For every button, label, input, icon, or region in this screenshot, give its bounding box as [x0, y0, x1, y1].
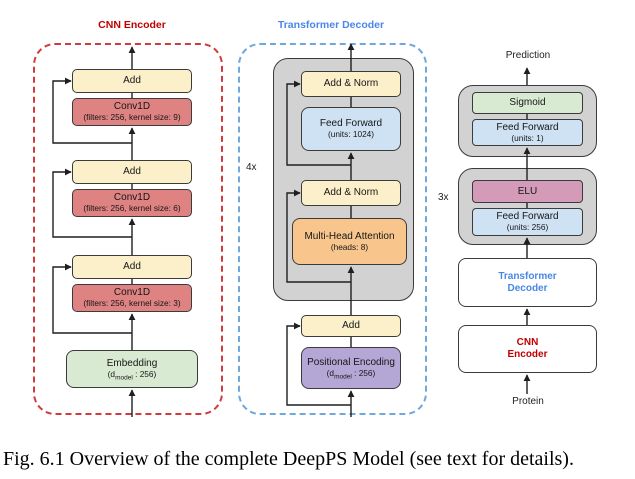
cnn-add-box-2: Add	[72, 160, 192, 184]
add-norm-box-top: Add & Norm	[301, 71, 401, 97]
feed-forward-1-name: Feed Forward	[496, 121, 559, 133]
conv1d-params-1: (filters: 256, kernel size: 9)	[83, 112, 181, 122]
figure-caption: Fig. 6.1 Overview of the complete DeepPS…	[3, 448, 574, 470]
embedding-box: Embedding (dmodel : 256)	[66, 350, 198, 388]
feed-forward-256-params: (units: 256)	[506, 222, 549, 232]
cnn-encoder-title: CNN Encoder	[98, 19, 166, 31]
conv1d-params-2: (filters: 256, kernel size: 6)	[83, 203, 181, 213]
decoder-add-label: Add	[342, 320, 360, 332]
cnn-add-label-2: Add	[123, 166, 141, 178]
cnn-encoder-panel	[33, 43, 223, 415]
conv1d-params-3: (filters: 256, kernel size: 3)	[83, 298, 181, 308]
sigmoid-box: Sigmoid	[472, 92, 583, 114]
cnn-conv1d-box-2: Conv1D (filters: 256, kernel size: 6)	[72, 189, 192, 217]
decoder-ref-line2: Decoder	[507, 282, 548, 294]
add-norm-top-label: Add & Norm	[323, 78, 379, 90]
connector-arrows-svg	[52, 43, 531, 417]
feed-forward-1-params: (units: 1)	[511, 132, 544, 143]
multi-head-attention-name: Multi-Head Attention	[304, 230, 395, 242]
embedding-param-prefix: (d	[107, 369, 116, 379]
transformer-decoder-ref-box: Transformer Decoder	[458, 258, 597, 307]
pe-param-sub: model	[334, 373, 352, 381]
multi-head-attention-params: (heads: 8)	[330, 241, 369, 252]
conv1d-name-1: Conv1D	[113, 101, 151, 113]
cnn-encoder-ref-box: CNN Encoder	[458, 325, 597, 373]
conv1d-name-2: Conv1D	[113, 192, 151, 204]
add-norm-box-bottom: Add & Norm	[301, 180, 401, 206]
decoder-ref-line1: Transformer	[498, 270, 557, 282]
transformer-decoder-title: Transformer Decoder	[277, 19, 385, 31]
sigmoid-label: Sigmoid	[509, 97, 546, 109]
elu-box: ELU	[472, 180, 583, 203]
embedding-params: (dmodel : 256)	[107, 369, 157, 382]
pe-param-suffix: : 256)	[351, 368, 376, 378]
repeat-3x-label: 3x	[438, 192, 449, 203]
protein-label: Protein	[512, 396, 544, 407]
embedding-param-suffix: : 256)	[132, 369, 157, 379]
embedding-name: Embedding	[106, 358, 158, 370]
positional-encoding-name: Positional Encoding	[307, 357, 395, 369]
feed-forward-1024-name: Feed Forward	[319, 118, 383, 130]
cnn-conv1d-box-1: Conv1D (filters: 256, kernel size: 9)	[72, 98, 192, 126]
cnn-add-box-3: Add	[72, 255, 192, 279]
transformer-decoder-panel	[238, 43, 427, 415]
positional-encoding-box: Positional Encoding (dmodel : 256)	[301, 347, 401, 389]
conv1d-name-3: Conv1D	[113, 287, 151, 299]
encoder-ref-line2: Encoder	[507, 349, 548, 360]
feed-forward-1024-params: (units: 1024)	[327, 129, 375, 139]
elu-label: ELU	[517, 185, 538, 197]
feed-forward-1024-box: Feed Forward (units: 1024)	[301, 107, 401, 151]
repeat-4x-label: 4x	[246, 162, 257, 173]
cnn-add-label-3: Add	[123, 261, 141, 273]
pe-param-prefix: (d	[326, 368, 335, 378]
multi-head-attention-box: Multi-Head Attention (heads: 8)	[292, 218, 407, 265]
encoder-ref-line1: CNN	[516, 337, 539, 349]
cnn-add-label-1: Add	[123, 75, 141, 87]
decoder-add-box: Add	[301, 315, 401, 337]
positional-encoding-params: (dmodel : 256)	[326, 368, 376, 381]
prediction-label: Prediction	[505, 50, 551, 61]
cnn-add-box-1: Add	[72, 69, 192, 93]
feed-forward-1-box: Feed Forward (units: 1)	[472, 119, 583, 146]
feed-forward-256-box: Feed Forward (units: 256)	[472, 208, 583, 236]
feed-forward-256-name: Feed Forward	[496, 211, 559, 223]
embedding-param-sub: model	[115, 374, 133, 382]
cnn-conv1d-box-3: Conv1D (filters: 256, kernel size: 3)	[72, 284, 192, 312]
add-norm-bottom-label: Add & Norm	[323, 187, 379, 199]
